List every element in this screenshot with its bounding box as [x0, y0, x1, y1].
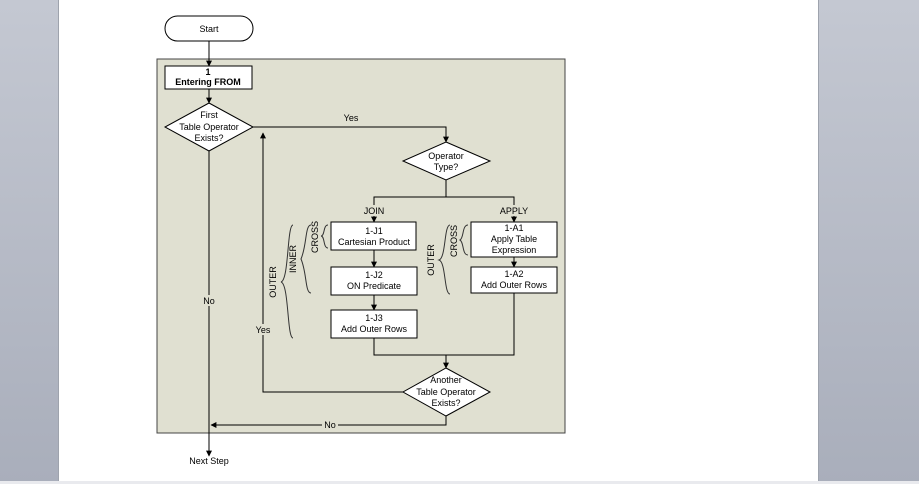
step1-box: [164, 65, 253, 90]
step-j2-box: [330, 266, 418, 296]
step-j3-label: Add Outer Rows: [341, 324, 408, 334]
step-j1-number: 1-J1: [365, 226, 383, 236]
step-j2-number: 1-J2: [365, 270, 383, 280]
no-bottom-label: No: [324, 420, 336, 430]
outer-apply-label: OUTER: [426, 244, 436, 276]
outer-join-label: OUTER: [268, 266, 278, 298]
decision-first-line2: Table Operator: [179, 122, 239, 132]
yes-top-label: Yes: [344, 113, 359, 123]
step-a1-line2: Expression: [492, 245, 537, 255]
no-left-label: No: [203, 296, 215, 306]
step-a1-box: [470, 221, 558, 258]
step-j1-label: Cartesian Product: [338, 237, 411, 247]
cross-join-brace: [320, 224, 329, 249]
step1-number: 1: [205, 67, 210, 77]
decision-operator-line2: Type?: [434, 162, 459, 172]
join-bg: [361, 205, 387, 216]
decision-operator-type: [401, 141, 492, 181]
step-j3-number: 1-J3: [365, 313, 383, 323]
step-j2-label: ON Predicate: [347, 281, 401, 291]
step-a2-label: Add Outer Rows: [481, 280, 548, 290]
yes-loop-bg: [254, 324, 274, 335]
decision-another-line1: Another: [430, 375, 462, 385]
decision-first-line3: Exists?: [194, 133, 223, 143]
inner-join-label: INNER: [288, 245, 298, 274]
step-j3-box: [330, 309, 418, 339]
decision-another-line2: Table Operator: [416, 387, 476, 397]
step-a2-number: 1-A2: [504, 269, 523, 279]
start-terminator: [164, 15, 254, 42]
apply-braces: [437, 224, 469, 295]
decision-first-operator: [163, 102, 255, 152]
cross-apply-label: CROSS: [449, 225, 459, 257]
step1-label: Entering FROM: [175, 77, 241, 87]
step-j1-box: [330, 221, 417, 251]
step-a1-number: 1-A1: [504, 223, 523, 233]
outer-join-brace: [280, 224, 294, 339]
decision-first-line1: First: [200, 110, 218, 120]
apply-bg: [496, 205, 532, 216]
decision-operator-line1: Operator: [428, 151, 464, 161]
branch-apply-label: APPLY: [500, 206, 528, 216]
yes-loop-label: Yes: [256, 325, 271, 335]
decision-another-line3: Exists?: [431, 398, 460, 408]
outer-apply-brace: [437, 224, 451, 295]
yes-top-bg: [340, 112, 362, 123]
connectors: [206, 41, 517, 457]
step-a2-box: [470, 266, 558, 294]
cross-join-label: CROSS: [310, 221, 320, 253]
no-left-bg: [201, 295, 217, 306]
start-label: Start: [199, 24, 219, 34]
cross-apply-brace: [458, 224, 469, 256]
branch-join-label: JOIN: [364, 206, 385, 216]
join-braces: [280, 224, 329, 339]
bottom-strip: [0, 481, 919, 484]
inner-join-brace: [300, 224, 312, 294]
no-bottom-bg: [322, 420, 338, 431]
next-step-label: Next Step: [189, 456, 229, 466]
step-a1-line1: Apply Table: [491, 234, 537, 244]
decision-another-operator: [401, 367, 492, 417]
